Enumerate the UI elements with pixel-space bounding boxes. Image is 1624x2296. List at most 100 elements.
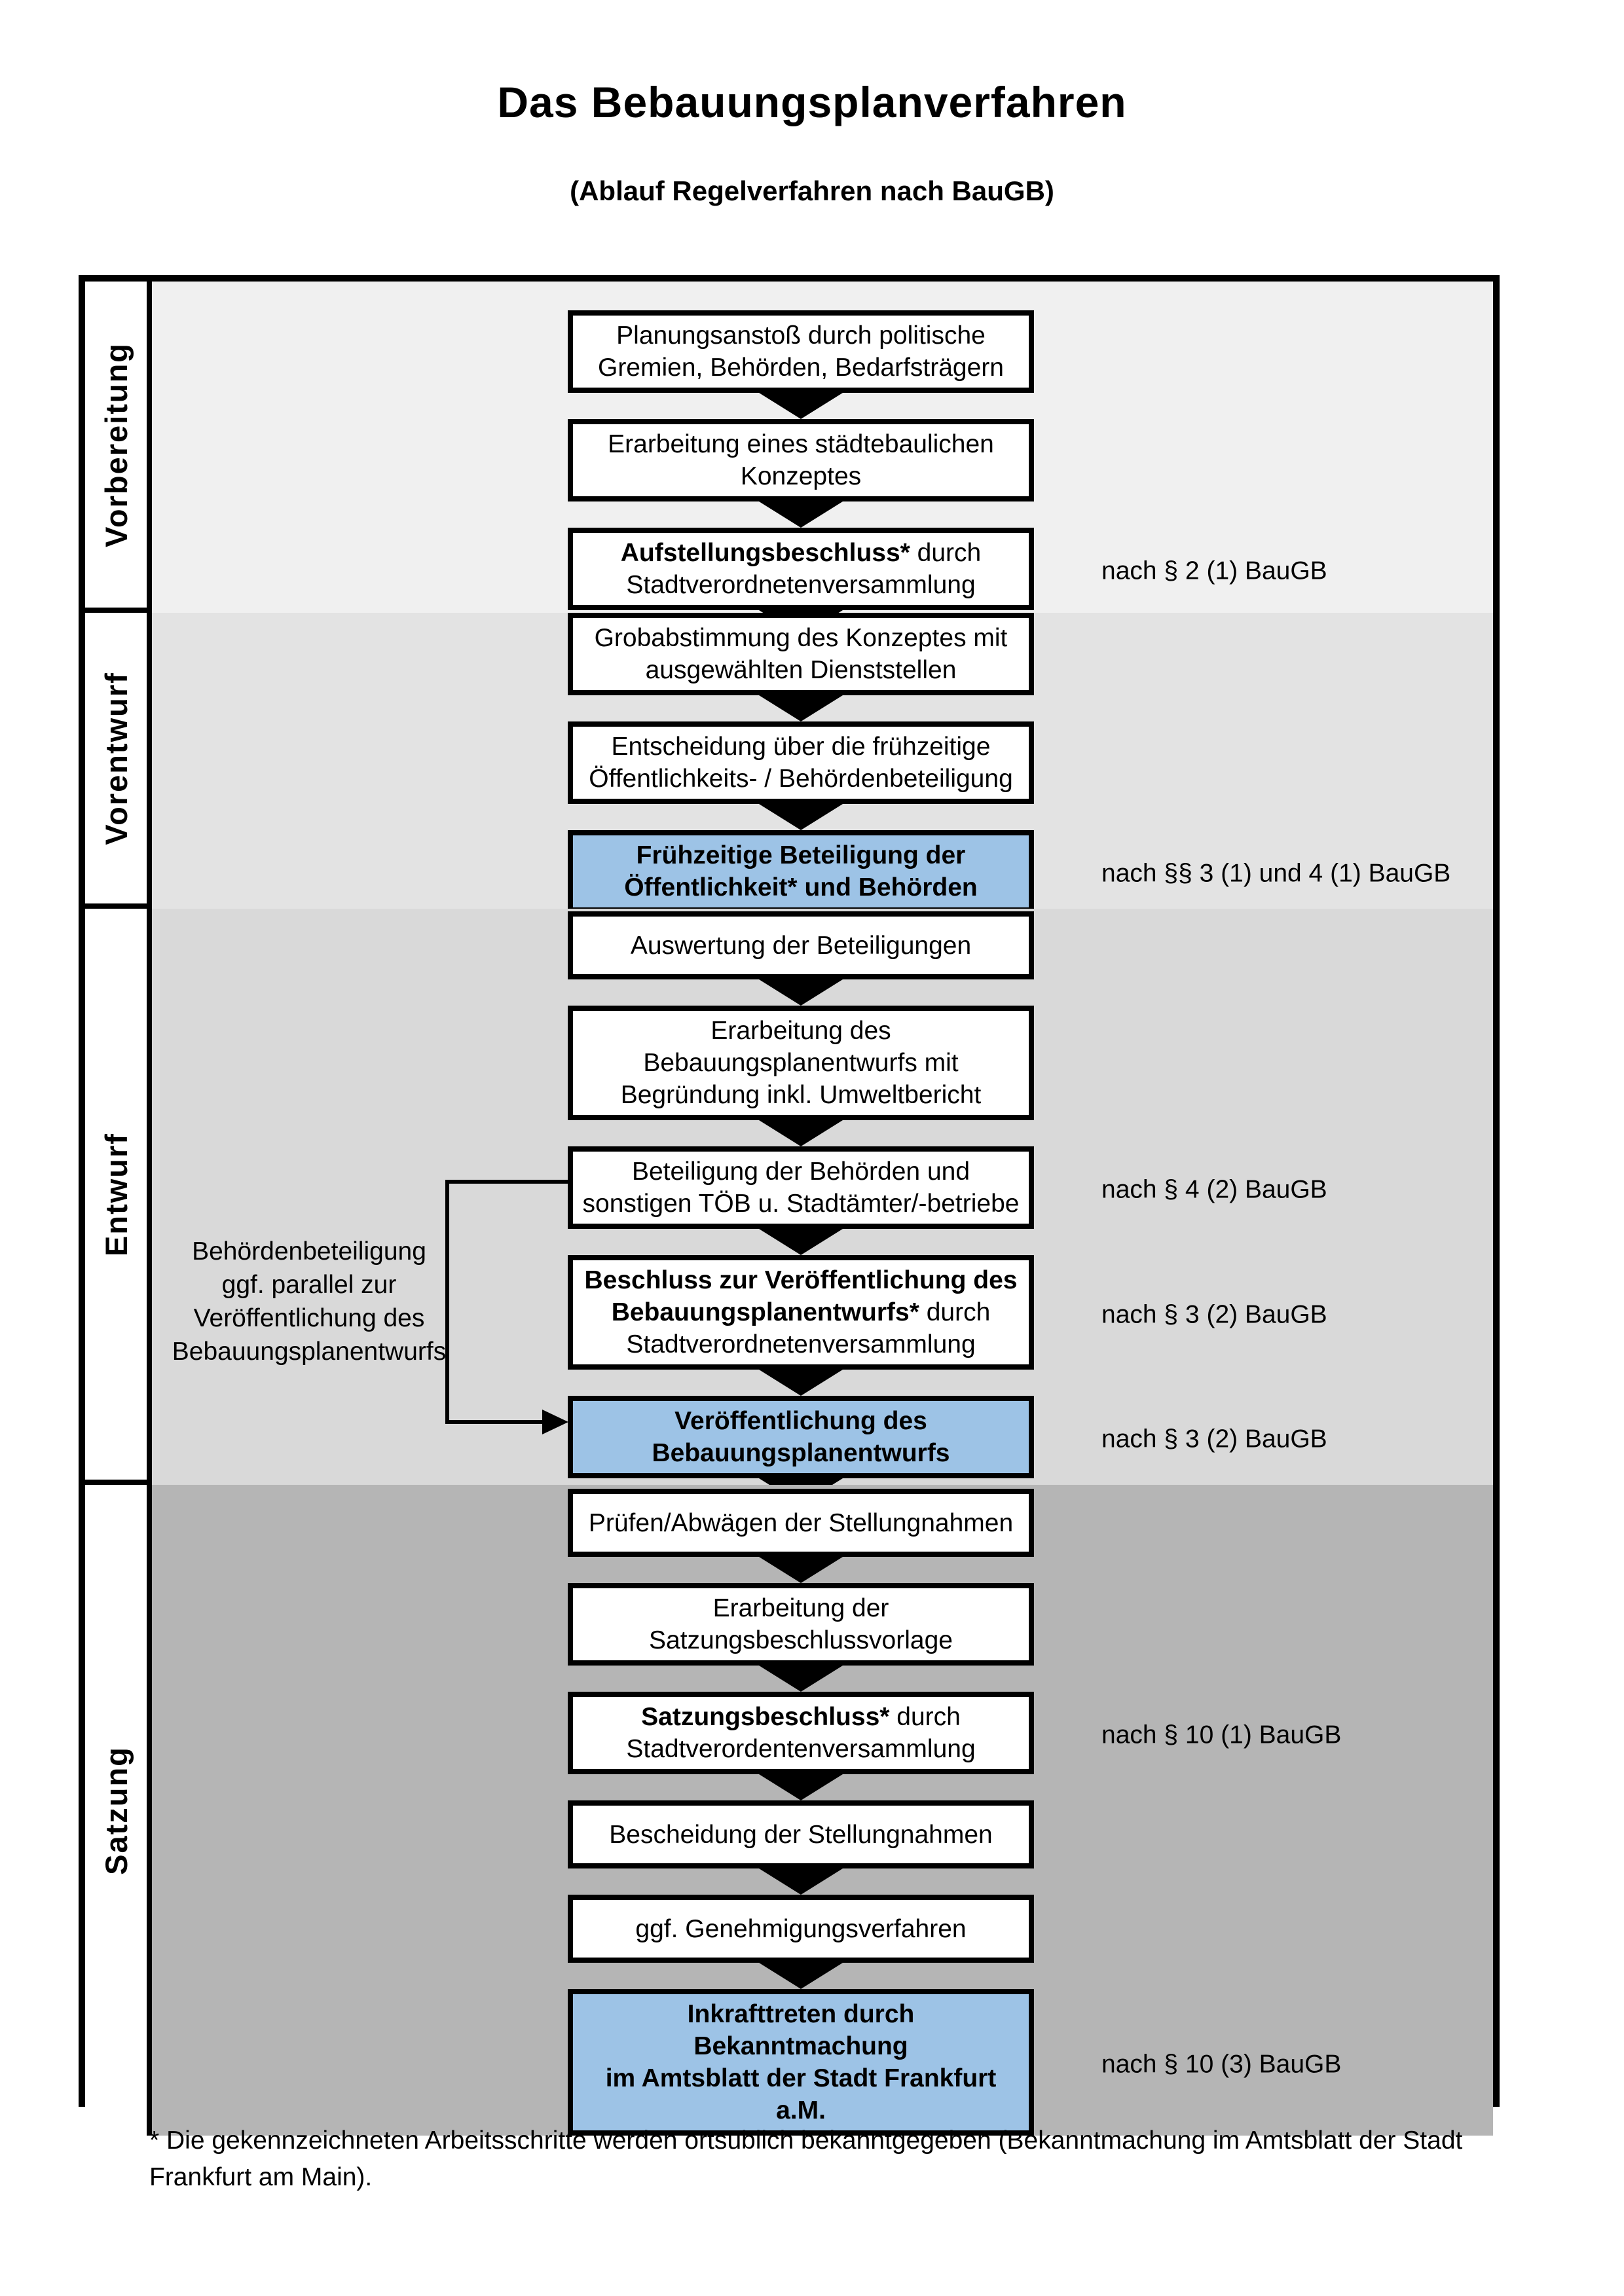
- arrow-row: [568, 979, 1034, 1006]
- flow-box-text: Bebauungsplanentwurfs mit: [643, 1049, 959, 1077]
- down-arrow-icon: [759, 1868, 843, 1895]
- flow-box-line: Bebauungsplanentwurfs mit: [643, 1047, 958, 1079]
- flow-box-text: Veröffentlichung des: [674, 1407, 927, 1435]
- phase-label-entwurf: Entwurf: [98, 1132, 134, 1256]
- flow-box-text: sonstigen TÖB u. Stadtämter/-betriebe: [582, 1190, 1020, 1218]
- flow-box-text: durch: [910, 539, 982, 567]
- flow-box-line: sonstigen TÖB u. Stadtämter/-betriebe: [583, 1188, 1020, 1220]
- page-title: Das Bebauungsplanverfahren: [497, 78, 1127, 126]
- down-arrow-icon: [759, 1557, 843, 1583]
- flow-box-line: Konzeptes: [741, 460, 861, 492]
- legal-reference: nach § 3 (2) BauGB: [1101, 1425, 1327, 1453]
- flow-box-line: Frühzeitige Beteiligung der: [637, 839, 966, 871]
- down-arrow-icon: [759, 1666, 843, 1692]
- flow-box-text: Stadtverordentenversammlung: [626, 1735, 976, 1763]
- flow-box-text: Inkrafttreten: [687, 2000, 837, 2028]
- flow-box-line: Beschluss zur Veröffentlichung des: [585, 1264, 1018, 1296]
- down-arrow-icon: [759, 1774, 843, 1800]
- flow-box-line: Gremien, Behörden, Bedarfsträgern: [598, 352, 1004, 384]
- arrow-row: [568, 393, 1034, 419]
- flow-box-text: Erarbeitung der: [712, 1594, 889, 1622]
- flow-box-line: Satzungsbeschlussvorlage: [649, 1624, 953, 1656]
- flow-box-text: Öffentlichkeit* und Behörden: [624, 873, 978, 902]
- flow-box-text: Gremien, Behörden, Bedarfsträgern: [597, 354, 1004, 382]
- flow-box-text: Prüfen/Abwägen der Stellungnahmen: [588, 1508, 1014, 1537]
- flow-step: Prüfen/Abwägen der Stellungnahmen: [152, 1489, 1493, 1557]
- flow-box-text: Bescheidung der Stellungnahmen: [609, 1820, 993, 1849]
- legal-reference: nach § 4 (2) BauGB: [1101, 1175, 1327, 1204]
- flow-box-line: Begründung inkl. Umweltbericht: [621, 1079, 982, 1111]
- down-arrow-icon: [759, 393, 843, 419]
- flow-box-line: Grobabstimmung des Konzeptes mit: [595, 622, 1008, 654]
- footnote: * Die gekennzeichneten Arbeitsschritte w…: [149, 2126, 1463, 2191]
- flow-box-text: Grobabstimmung des Konzeptes mit: [594, 624, 1008, 652]
- flow-box-text: Konzeptes: [740, 462, 862, 490]
- phase-label-cell: Satzung: [85, 1485, 152, 2136]
- flow-box-line: Erarbeitung des: [710, 1015, 891, 1047]
- flow-box-text: Erarbeitung eines städtebaulichen: [608, 430, 994, 458]
- flow-box: Prüfen/Abwägen der Stellungnahmen: [568, 1489, 1034, 1557]
- phase-label-cell: Entwurf: [85, 909, 152, 1485]
- flow-step: Bescheidung der Stellungnahmen: [152, 1800, 1493, 1868]
- page-subtitle: (Ablauf Regelverfahren nach BauGB): [570, 175, 1054, 206]
- flow-box-text: Beschluss zur Veröffentlichung des: [584, 1266, 1018, 1294]
- flow-box-text: Bebauungsplanentwurfs*: [611, 1298, 919, 1326]
- arrow-row: [568, 1963, 1034, 1989]
- flow-box-text: Erarbeitung des: [710, 1017, 891, 1045]
- phase-label-cell: Vorbereitung: [85, 282, 152, 613]
- flow-box-line: Entscheidung über die frühzeitige: [612, 731, 991, 763]
- legal-reference: nach § 10 (1) BauGB: [1101, 1721, 1342, 1749]
- down-arrow-icon: [759, 1229, 843, 1255]
- phase-label-vorentwurf: Vorentwurf: [98, 671, 134, 845]
- flow-box: Bescheidung der Stellungnahmen: [568, 1800, 1034, 1868]
- down-arrow-icon: [759, 804, 843, 830]
- flow-box-line: Bebauungsplanentwurfs: [652, 1437, 950, 1469]
- phase-label-vorbereitung: Vorbereitung: [98, 342, 134, 547]
- arrow-row: [568, 1557, 1034, 1583]
- flow-step: Auswertung der Beteiligungen: [152, 911, 1493, 979]
- flow-box-line: Erarbeitung eines städtebaulichen: [608, 428, 994, 460]
- branch-line-bottom: [445, 1420, 544, 1424]
- flow-box-text: Bebauungsplanentwurfs: [652, 1439, 950, 1467]
- flow-box-line: ggf. Genehmigungsverfahren: [635, 1913, 966, 1945]
- flow-box-line: Prüfen/Abwägen der Stellungnahmen: [589, 1507, 1013, 1539]
- flow-box-line: Satzungsbeschluss* durch: [641, 1701, 961, 1733]
- legal-reference: nach § 2 (1) BauGB: [1101, 556, 1327, 585]
- flow-box: Auswertung der Beteiligungen: [568, 911, 1034, 979]
- flow-box-text: Frühzeitige Beteiligung der: [636, 841, 966, 869]
- arrow-row: [568, 695, 1034, 721]
- flow-box-text: Planungsanstoß durch politische: [616, 321, 986, 350]
- down-arrow-icon: [759, 501, 843, 528]
- flow-box-line: Veröffentlichung des: [674, 1405, 927, 1437]
- flow-box-text: Entscheidung über die frühzeitige: [611, 733, 991, 761]
- flow-box-text: Auswertung der Beteiligungen: [630, 931, 972, 960]
- flow-box-line: Stadtverordnetenversammlung: [626, 569, 975, 601]
- side-note: Behördenbeteiligung ggf. parallel zur Ve…: [172, 1237, 447, 1366]
- branch-line-vertical: [445, 1180, 449, 1424]
- flow-box-text: Aufstellungsbeschluss*: [620, 539, 910, 567]
- down-arrow-icon: [759, 695, 843, 721]
- phase-label-cell: Vorentwurf: [85, 613, 152, 909]
- flow-box-line: Inkrafttreten durch Bekanntmachung: [580, 1998, 1022, 2062]
- branch-line-top: [445, 1180, 568, 1184]
- flow-box-line: ausgewählten Dienststellen: [646, 654, 957, 686]
- arrow-row: [568, 1666, 1034, 1692]
